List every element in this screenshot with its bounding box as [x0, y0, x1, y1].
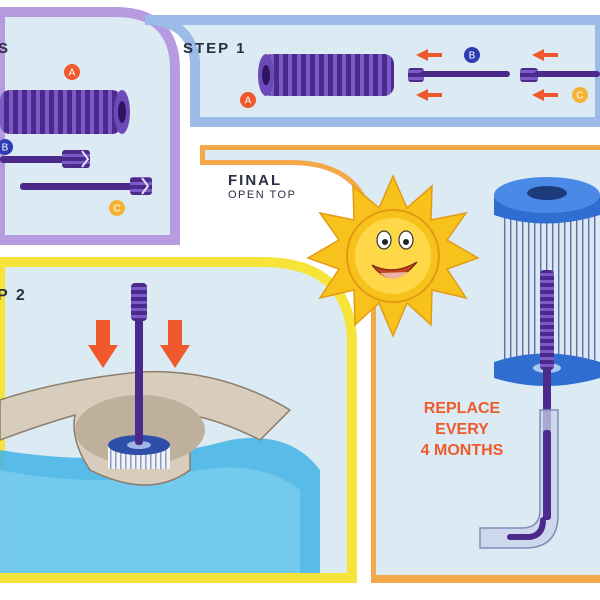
- label-a-text: A: [69, 68, 76, 79]
- label-a-text: A: [245, 96, 252, 107]
- final-heading: FINAL: [228, 172, 283, 189]
- water-highlight: [0, 467, 300, 573]
- replace-note-line-3: 4 MONTHS: [420, 442, 504, 459]
- rod-b-loose: [0, 150, 90, 168]
- parts-heading: S: [0, 40, 11, 57]
- rod-c-step1: [520, 68, 600, 82]
- arrows-step1-right: [532, 49, 558, 101]
- replace-note-line-2: EVERY: [435, 421, 489, 438]
- label-b-text: B: [469, 51, 476, 62]
- label-a-step1: A: [240, 92, 256, 108]
- step2-panel: [0, 257, 357, 583]
- label-c-text: C: [576, 91, 583, 102]
- label-c-parts: C: [109, 200, 125, 216]
- cartridge-large: [0, 90, 130, 134]
- label-b-parts: B: [0, 139, 13, 155]
- pipe-final: [479, 409, 559, 549]
- label-b-step1: B: [464, 47, 480, 63]
- step1-heading: STEP 1: [183, 40, 247, 57]
- parts-panel: A B C: [0, 7, 180, 245]
- final-subheading: OPEN TOP: [228, 189, 297, 201]
- rod-b-step1: [408, 68, 510, 82]
- replace-note-line-1: REPLACE: [423, 400, 501, 417]
- label-c-text: C: [113, 204, 120, 215]
- arrows-step1-left: [416, 49, 442, 101]
- open-top-cartridge: [494, 177, 600, 386]
- step2-heading: P 2: [0, 287, 27, 304]
- replace-note: REPLACE EVERY 4 MONTHS: [398, 398, 526, 461]
- sun-illustration: [306, 174, 480, 338]
- label-b-text: B: [2, 143, 9, 154]
- label-c-step1: C: [572, 87, 588, 103]
- cartridge-step1: [258, 54, 394, 96]
- rod-step2: [131, 283, 147, 445]
- arrows-step2-down: [88, 320, 190, 368]
- rod-c-loose: [20, 177, 152, 195]
- step1-panel: A B C: [144, 15, 600, 127]
- label-a-parts: A: [64, 64, 80, 80]
